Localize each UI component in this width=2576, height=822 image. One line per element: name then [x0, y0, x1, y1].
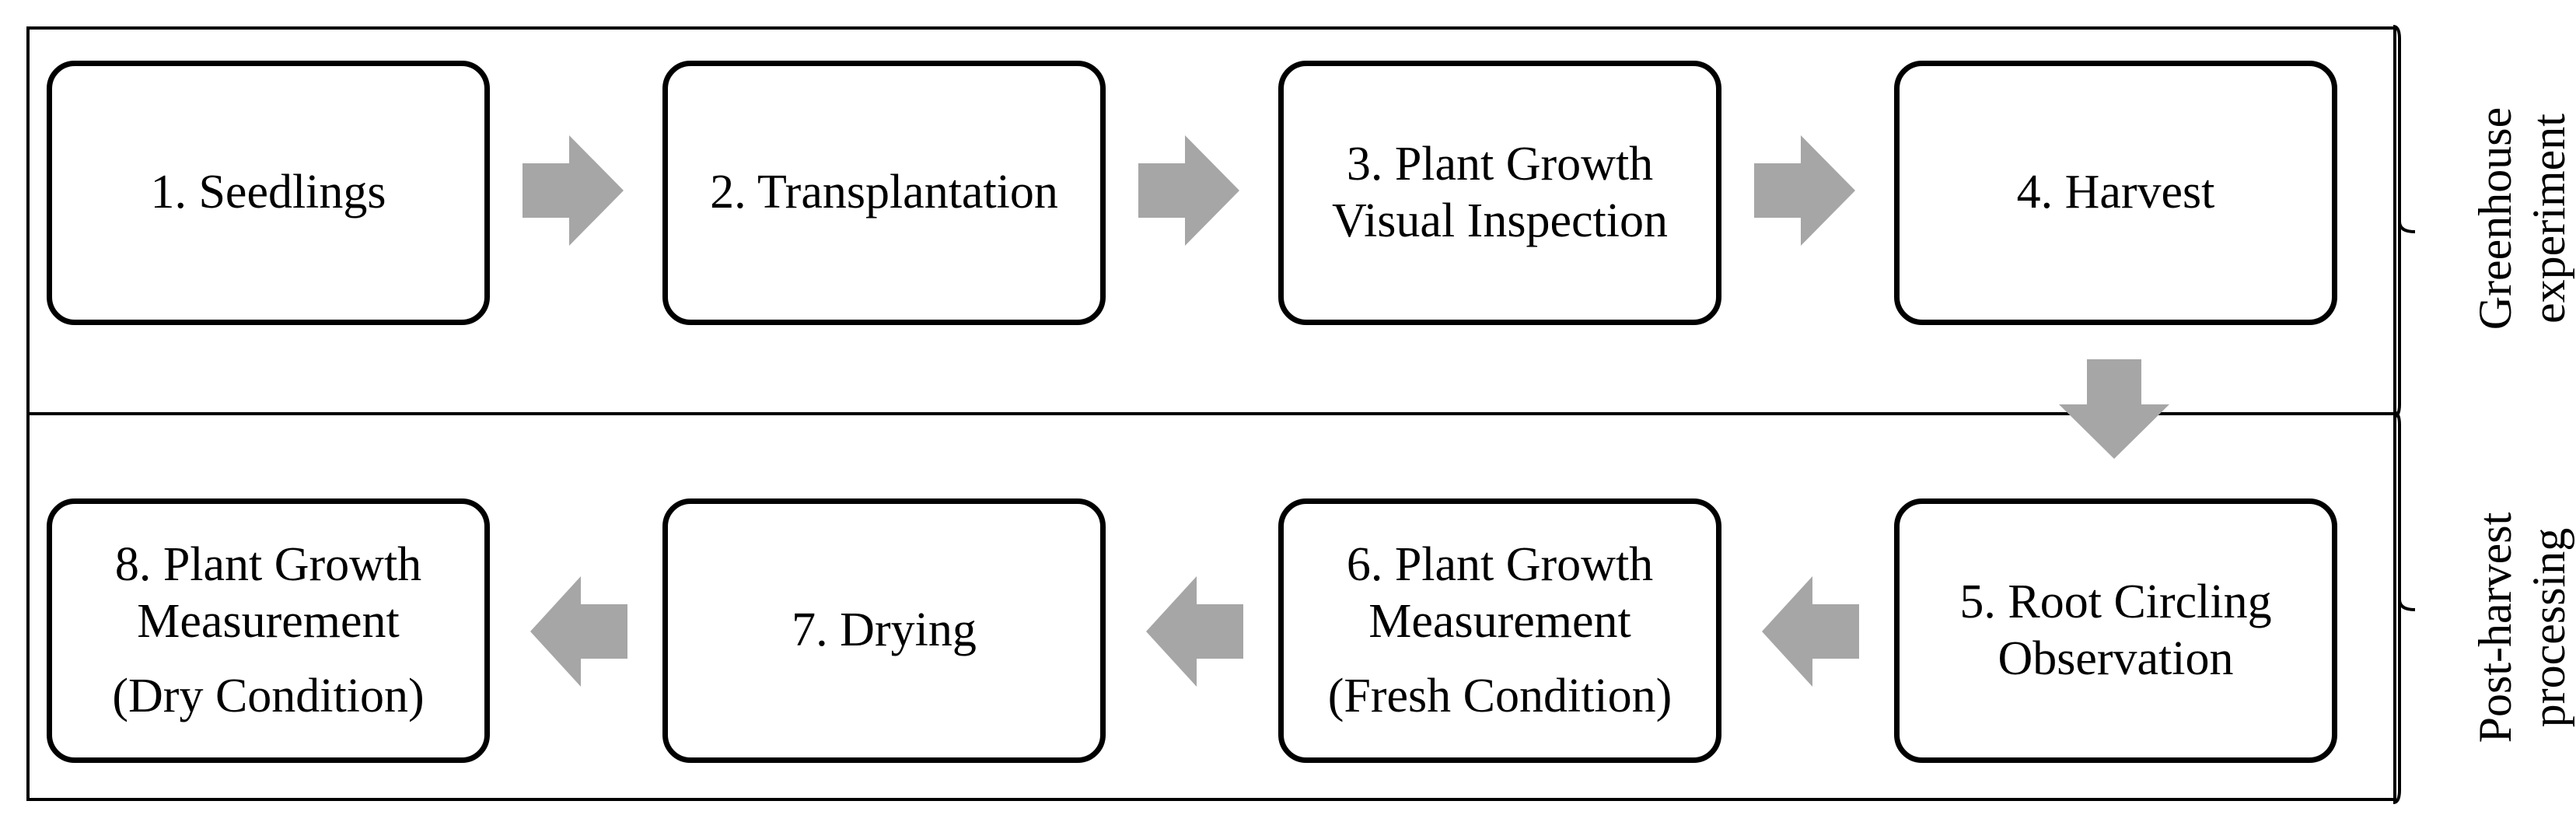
step-2-transplantation: 2. Transplantation: [662, 61, 1106, 325]
arrow-right-2-3: [1138, 135, 1239, 246]
step-3-visual-inspection: 3. Plant Growth Visual Inspection: [1278, 61, 1721, 325]
step-5-label-line-1: 5. Root Circling: [1959, 575, 2272, 628]
step-8-label-line-3: (Dry Condition): [112, 669, 425, 722]
step-4-harvest: 4. Harvest: [1894, 61, 2337, 325]
step-8-dry-measurement: 8. Plant Growth Measurement (Dry Conditi…: [47, 498, 490, 763]
step-3-label-line-2: Visual Inspection: [1332, 194, 1668, 247]
post-harvest-processing-label: Post-harvest processing: [2464, 433, 2576, 822]
step-4-label: 4. Harvest: [2016, 166, 2215, 219]
step-2-label: 2. Transplantation: [710, 166, 1058, 219]
step-1-label: 1. Seedlings: [150, 166, 386, 219]
arrow-right-1-2: [523, 135, 624, 246]
step-7-label: 7. Drying: [792, 603, 977, 657]
post-harvest-brace: [2392, 411, 2416, 804]
greenhouse-experiment-label: Greenhouse experiment: [2464, 24, 2576, 413]
step-7-drying: 7. Drying: [662, 498, 1106, 763]
greenhouse-label-line-2: experiment: [2523, 114, 2574, 324]
post-harvest-section: [26, 412, 2396, 801]
greenhouse-brace: [2392, 25, 2416, 418]
greenhouse-label-line-1: Greenhouse: [2469, 107, 2521, 331]
step-8-label-line-2: Measurement: [137, 595, 400, 649]
arrow-right-3-4: [1754, 135, 1855, 246]
arrow-left-5-6: [1762, 576, 1859, 687]
step-8-label-line-1: 8. Plant Growth: [114, 538, 422, 592]
step-5-root-circling: 5. Root Circling Observation: [1894, 498, 2337, 763]
step-5-label-line-2: Observation: [1998, 632, 2234, 685]
step-6-label-line-3: (Fresh Condition): [1327, 669, 1672, 722]
step-1-seedlings: 1. Seedlings: [47, 61, 490, 325]
post-harvest-label-line-2: processing: [2523, 527, 2574, 728]
step-6-fresh-measurement: 6. Plant Growth Measurement (Fresh Condi…: [1278, 498, 1721, 763]
step-6-label-line-2: Measurement: [1368, 595, 1631, 649]
post-harvest-label-line-1: Post-harvest: [2469, 512, 2521, 743]
step-3-label-line-1: 3. Plant Growth: [1346, 137, 1654, 191]
arrow-left-6-7: [1146, 576, 1243, 687]
arrow-down-4-5: [2059, 359, 2169, 459]
arrow-left-7-8: [530, 576, 627, 687]
step-6-label-line-1: 6. Plant Growth: [1346, 538, 1654, 592]
